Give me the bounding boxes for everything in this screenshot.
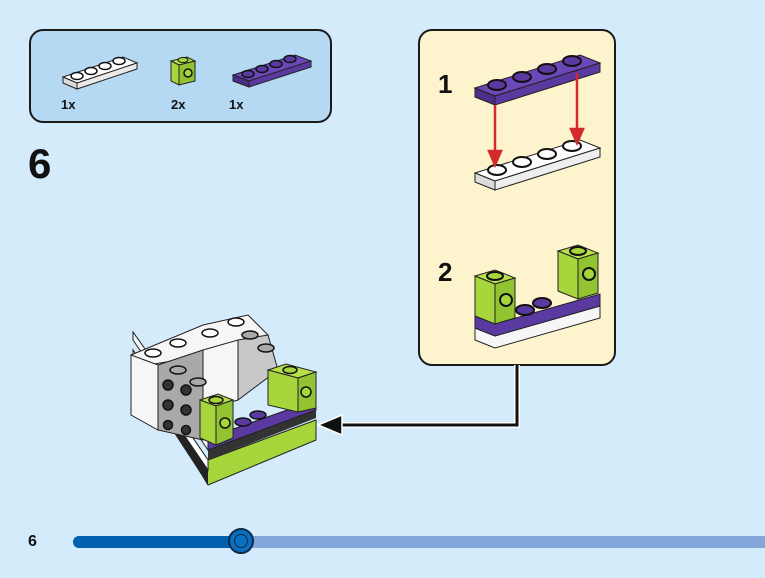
- step-number: 6: [28, 140, 52, 187]
- progress-fill: [73, 536, 241, 548]
- substep-callout-panel: 1 2: [418, 29, 616, 366]
- substep-2-illustration: [473, 244, 601, 349]
- substep-number-2: 2: [438, 257, 453, 287]
- assembly-arrow-icon: [487, 73, 585, 169]
- callout-arrow-icon: [316, 365, 520, 437]
- page-number: 6: [28, 533, 37, 550]
- substep-number-1: 1: [438, 69, 453, 99]
- lime-brick-icon: [169, 56, 197, 86]
- part-qty-white-plate: 1x: [61, 97, 76, 112]
- substep-1-illustration: [473, 54, 602, 191]
- progress-knob[interactable]: [228, 528, 254, 554]
- purple-plate-1x4-icon: [231, 54, 313, 88]
- progress-bar: [73, 536, 765, 548]
- part-qty-lime-brick: 2x: [171, 97, 186, 112]
- white-plate-1x4-icon: [61, 56, 139, 90]
- part-qty-purple-plate: 1x: [229, 97, 244, 112]
- parts-list-panel: 1x 2x 1x: [29, 29, 332, 123]
- model-illustration: [129, 314, 318, 486]
